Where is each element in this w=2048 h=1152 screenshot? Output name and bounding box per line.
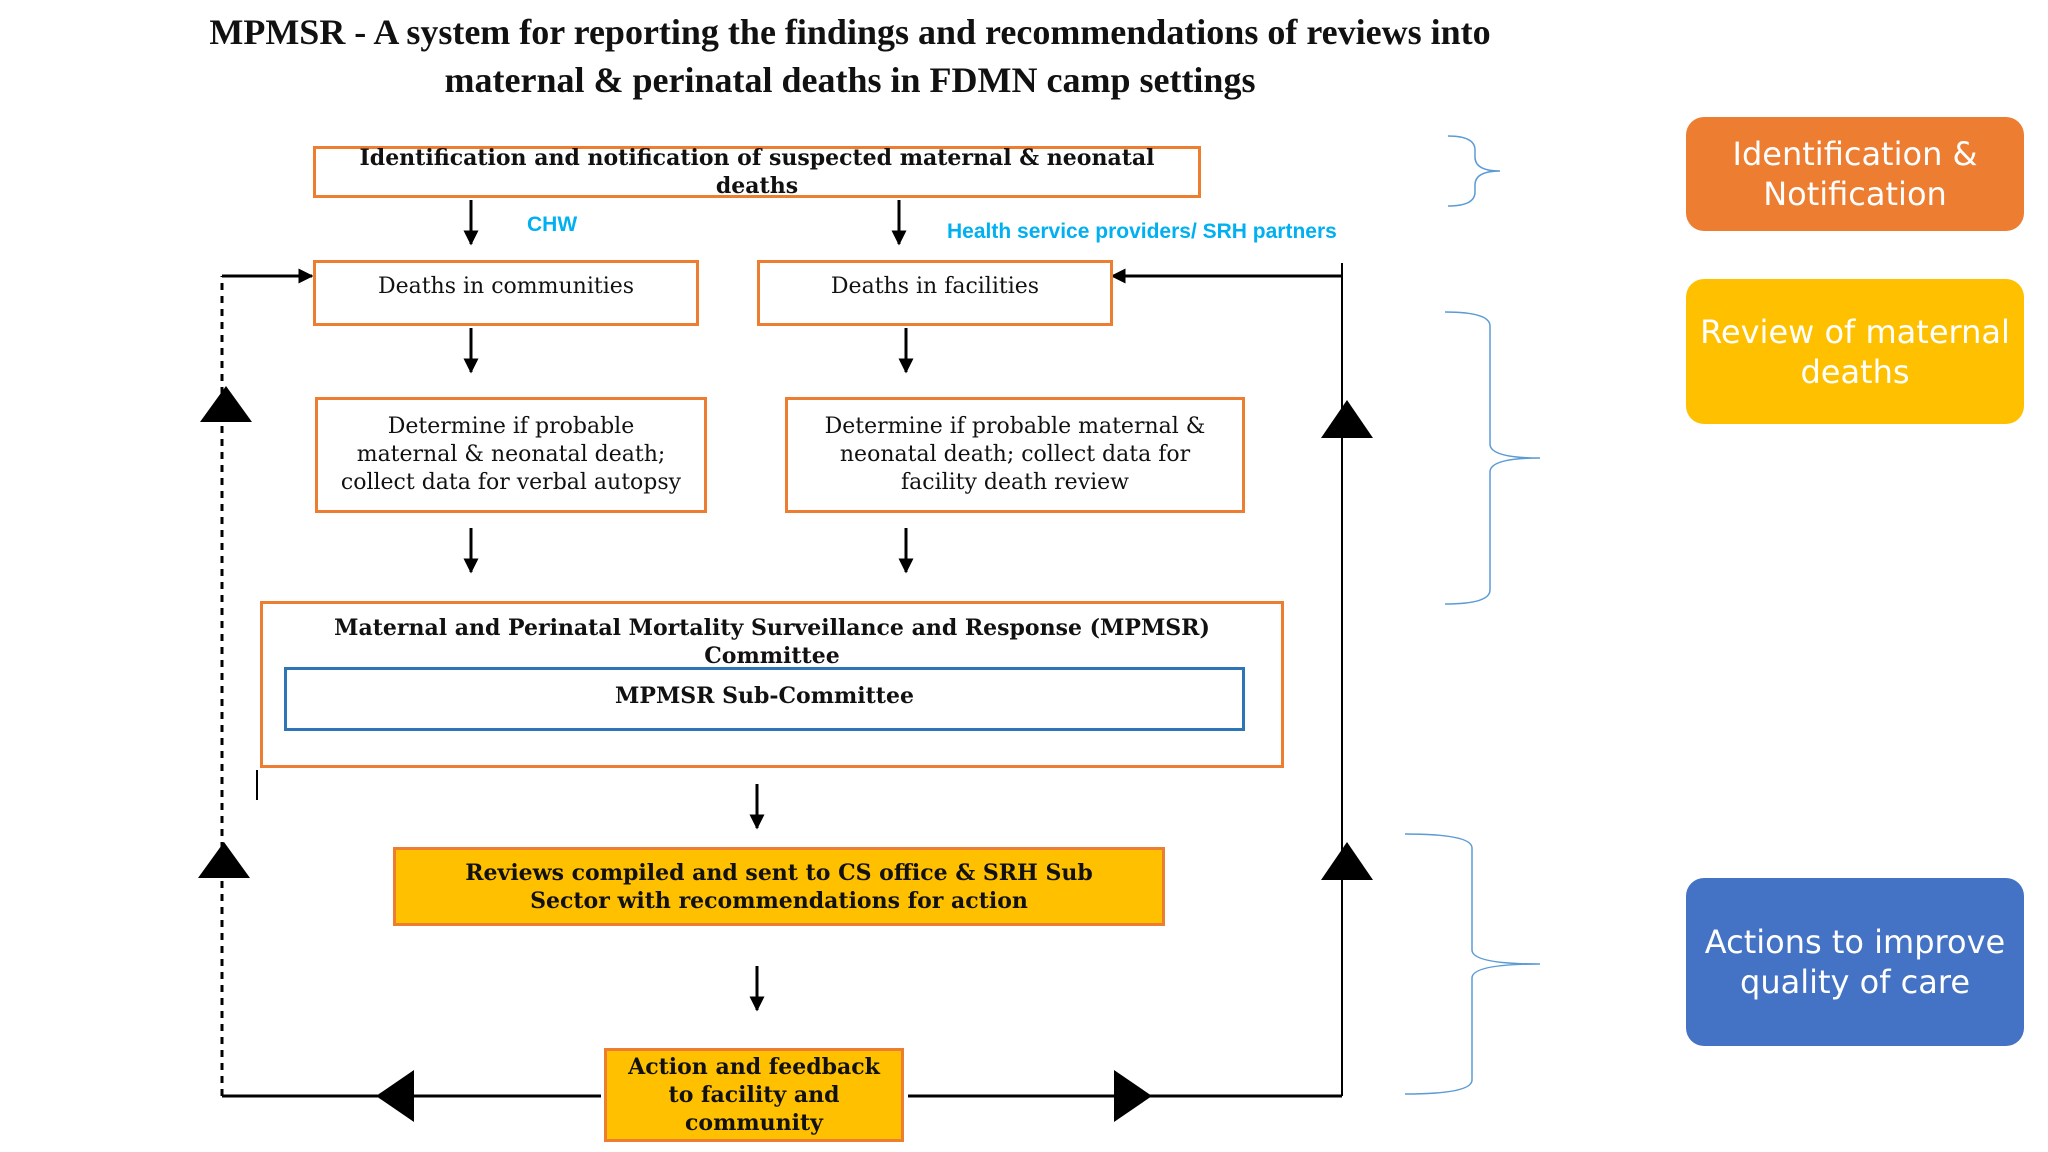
feedback-right-triangle	[1114, 1070, 1152, 1122]
determine-verbal-autopsy-box: Determine if probable maternal & neonata…	[315, 397, 707, 513]
brace-review	[1444, 311, 1541, 605]
title-line-2: maternal & perinatal deaths in FDMN camp…	[444, 60, 1256, 100]
phase-actions-label: Actions to improve quality of care	[1704, 923, 2006, 1001]
right-loop-up-triangle-1	[1321, 400, 1373, 438]
deaths-facilities-box: Deaths in facilities	[757, 260, 1113, 326]
phase-identification-notification: Identification & Notification	[1686, 117, 2024, 231]
action-feedback-label: Action and feedback to facility and comm…	[628, 1054, 880, 1136]
identification-box: Identification and notification of suspe…	[313, 145, 1201, 199]
determine-facility-review-label: Determine if probable maternal & neonata…	[824, 414, 1206, 495]
brace-actions	[1404, 833, 1541, 1095]
phase-review-maternal-deaths: Review of maternal deaths	[1686, 279, 2024, 424]
providers-label: Health service providers/ SRH partners	[947, 220, 1337, 243]
mpmsr-subcommittee-label: MPMSR Sub-Committee	[615, 683, 914, 709]
chw-label: CHW	[527, 213, 578, 236]
phase-actions-quality-care: Actions to improve quality of care	[1686, 878, 2024, 1046]
left-loop-up-triangle-2	[198, 842, 250, 878]
mpmsr-subcommittee-box: MPMSR Sub-Committee	[284, 667, 1245, 731]
identification-label: Identification and notification of suspe…	[359, 145, 1155, 199]
right-loop-up-triangle-2	[1321, 842, 1373, 880]
feedback-left-triangle	[376, 1070, 414, 1122]
action-feedback-box: Action and feedback to facility and comm…	[604, 1048, 904, 1142]
reviews-compiled-label: Reviews compiled and sent to CS office &…	[465, 859, 1093, 914]
reviews-compiled-box: Reviews compiled and sent to CS office &…	[393, 847, 1165, 926]
determine-verbal-autopsy-label: Determine if probable maternal & neonata…	[340, 414, 682, 495]
phase-identification-label: Identification & Notification	[1732, 135, 1978, 213]
left-loop-up-triangle-1	[200, 386, 252, 422]
phase-review-label: Review of maternal deaths	[1700, 312, 2010, 391]
determine-facility-review-box: Determine if probable maternal & neonata…	[785, 397, 1245, 513]
deaths-communities-label: Deaths in communities	[377, 274, 635, 299]
deaths-facilities-label: Deaths in facilities	[830, 274, 1040, 299]
brace-identification	[1447, 135, 1501, 207]
mpmsr-committee-label: Maternal and Perinatal Mortality Surveil…	[334, 615, 1210, 669]
title-line-1: MPMSR - A system for reporting the findi…	[209, 12, 1491, 52]
deaths-communities-box: Deaths in communities	[313, 260, 699, 326]
page-title: MPMSR - A system for reporting the findi…	[40, 8, 1660, 104]
